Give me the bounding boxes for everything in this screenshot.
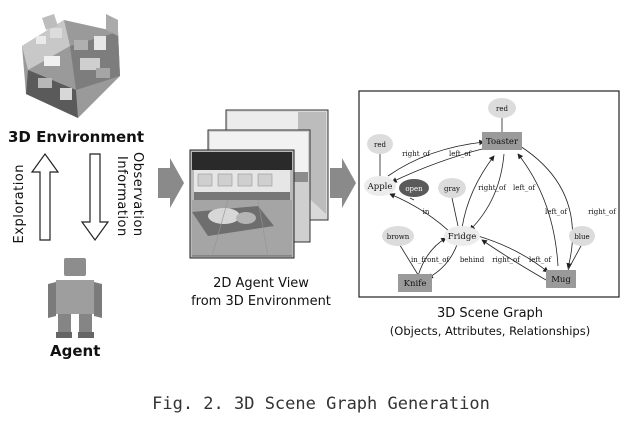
node-open-label: open <box>405 185 423 193</box>
observation-arrow <box>80 153 110 242</box>
edge-brown-knife <box>397 241 421 279</box>
flow-arrow-2 <box>330 158 356 208</box>
edge-label-toaster-mug: right_of <box>588 208 617 216</box>
edge-label-fridge-mug: right_of <box>492 256 521 264</box>
scene-graph-subtitle: (Objects, Attributes, Relationships) <box>389 324 591 338</box>
exploration-label: Exploration <box>12 164 27 244</box>
edge-label-mug-fridge: left_of <box>529 256 552 264</box>
environment-title: 3D Environment <box>8 128 144 146</box>
scene-graph-frame <box>358 90 620 298</box>
agent-label: Agent <box>50 342 101 360</box>
exploration-arrow <box>30 152 60 241</box>
edge-fridge-mug <box>477 235 549 273</box>
edge-toaster-apple <box>391 147 487 183</box>
node-fridge <box>444 226 480 246</box>
edge-label-fridge-apple: in <box>423 208 430 216</box>
node-brown-label: brown <box>387 233 410 241</box>
node-toaster-label: Toaster <box>486 137 519 147</box>
edge-blue-mug <box>567 243 583 271</box>
node-mug <box>546 270 576 288</box>
edge-label-toaster-fridge: left_of <box>513 184 536 192</box>
agent-view-stack <box>189 109 329 259</box>
node-gray <box>438 178 466 198</box>
edge-toaster-mug <box>519 145 573 269</box>
node-red-left <box>367 134 393 154</box>
node-red-top <box>488 98 516 118</box>
scene-graph: red Toaster red Apple open gray Fridge b… <box>358 90 620 298</box>
edge-toaster-fridge <box>469 153 505 231</box>
edge-label-fridge-toaster: right_of <box>478 184 507 192</box>
environment-thumbnail <box>22 14 120 118</box>
node-apple-label: Apple <box>367 182 393 192</box>
node-apple <box>364 176 396 196</box>
node-toaster <box>482 132 522 150</box>
node-open <box>399 179 429 197</box>
edge-mug-toaster <box>517 153 559 267</box>
node-mug-label: Mug <box>551 275 571 285</box>
node-fridge-label: Fridge <box>448 232 477 242</box>
edge-open-fridge <box>409 197 415 201</box>
node-red-top-label: red <box>496 105 508 113</box>
node-knife <box>398 274 432 292</box>
node-brown <box>382 226 414 246</box>
node-blue <box>569 226 595 246</box>
agent-view-caption-1: 2D Agent View <box>213 276 309 291</box>
observation-label: Observation <box>130 152 145 237</box>
edge-gray-fridge <box>451 197 459 227</box>
information-label: Information <box>114 156 129 237</box>
scene-graph-title: 3D Scene Graph <box>436 306 544 321</box>
edge-apple-toaster <box>387 139 485 177</box>
edge-mug-fridge <box>481 239 547 281</box>
node-knife-label: Knife <box>404 279 427 289</box>
edge-label-apple-toaster: right_of <box>402 150 431 158</box>
edge-label-knife-fridge: in_front_of <box>411 256 450 264</box>
agent-figure <box>48 258 102 338</box>
node-blue-label: blue <box>574 233 589 241</box>
edge-label-mug-toaster: left_of <box>545 208 568 216</box>
edge-knife-fridge <box>417 237 447 277</box>
flow-arrow-1 <box>158 158 184 208</box>
node-gray-label: gray <box>444 185 460 193</box>
figure-caption: Fig. 2. 3D Scene Graph Generation <box>152 394 490 414</box>
edge-label-fridge-knife: behind <box>460 256 485 264</box>
edge-fridge-toaster <box>461 155 495 229</box>
edge-label-toaster-apple: left_of <box>449 150 472 158</box>
agent-view-caption-2: from 3D Environment <box>191 294 331 309</box>
node-red-left-label: red <box>374 141 386 149</box>
